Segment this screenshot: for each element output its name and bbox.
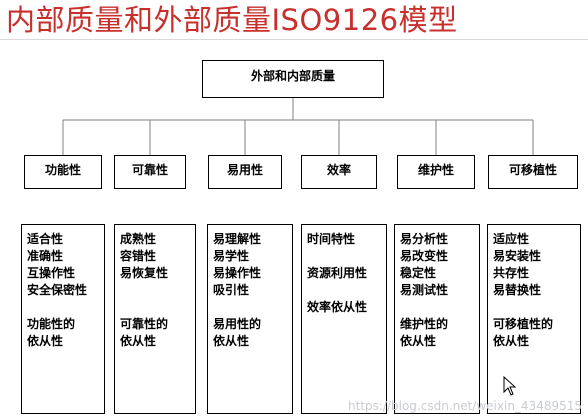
- title-divider: [0, 39, 588, 40]
- detail-item: [488, 299, 553, 316]
- detail-item: [115, 299, 168, 316]
- details-portability: 适应性 易安装性 共存性 易替换性 可移植性的 依从性: [487, 224, 581, 414]
- detail-item: 互操作性: [27, 266, 76, 280]
- detail-item: 适合性: [27, 232, 64, 246]
- detail-item: [22, 299, 87, 316]
- detail-item: [302, 248, 367, 265]
- detail-item: 易改变性: [400, 249, 449, 263]
- detail-item: 易用性的: [213, 317, 262, 331]
- detail-item: 容错性: [120, 249, 157, 263]
- detail-item: 维护性的: [400, 317, 449, 331]
- detail-item: 可移植性的: [493, 317, 554, 331]
- category-label: 效率: [326, 163, 351, 177]
- category-portability: 可移植性: [488, 155, 578, 189]
- category-label: 可靠性: [131, 163, 168, 177]
- category-label: 易用性: [226, 163, 263, 177]
- watermark-url: https://blog.csdn.net/weixin_43489515: [347, 399, 582, 413]
- detail-item: 吸引性: [213, 283, 250, 297]
- detail-item: 易安装性: [493, 249, 542, 263]
- detail-item: [302, 282, 367, 299]
- detail-item: [208, 299, 261, 316]
- details-efficiency: 时间特性 资源利用性 效率依从性: [301, 224, 387, 414]
- category-maintainability: 维护性: [397, 155, 475, 189]
- detail-item: 易理解性: [213, 232, 262, 246]
- details-reliability: 成熟性 容错性 易恢复性 可靠性的 依从性: [114, 224, 196, 414]
- page-title: 内部质量和外部质量ISO9126模型: [6, 3, 458, 37]
- category-label: 功能性: [44, 163, 81, 177]
- detail-item: 易分析性: [400, 232, 449, 246]
- detail-item: 易操作性: [213, 266, 262, 280]
- category-reliability: 可靠性: [114, 155, 186, 189]
- detail-item: 依从性: [27, 334, 64, 348]
- category-label: 可移植性: [508, 163, 557, 177]
- detail-item: 效率依从性: [307, 300, 368, 314]
- detail-item: 易替换性: [493, 283, 542, 297]
- category-usability: 易用性: [208, 155, 282, 189]
- category-functionality: 功能性: [24, 155, 102, 189]
- detail-item: 准确性: [27, 249, 64, 263]
- details-functionality: 适合性 准确性 互操作性 安全保密性 功能性的 依从性: [21, 224, 105, 414]
- detail-item: [115, 282, 168, 299]
- detail-item: 易测试性: [400, 283, 449, 297]
- detail-item: [395, 299, 448, 316]
- detail-item: 功能性的: [27, 317, 76, 331]
- detail-item: 共存性: [493, 266, 530, 280]
- detail-item: 易恢复性: [120, 266, 169, 280]
- category-efficiency: 效率: [301, 155, 377, 189]
- detail-item: 易学性: [213, 249, 250, 263]
- detail-item: 依从性: [493, 334, 530, 348]
- detail-item: 依从性: [213, 334, 250, 348]
- root-node: 外部和内部质量: [202, 60, 384, 98]
- detail-item: 资源利用性: [307, 266, 368, 280]
- detail-item: 稳定性: [400, 266, 437, 280]
- detail-item: 适应性: [493, 232, 530, 246]
- detail-item: 依从性: [400, 334, 437, 348]
- detail-item: 依从性: [120, 334, 157, 348]
- mouse-pointer-icon: [503, 376, 517, 396]
- detail-item: 成熟性: [120, 232, 157, 246]
- detail-item: 安全保密性: [27, 283, 88, 297]
- details-maintainability: 易分析性 易改变性 稳定性 易测试性 维护性的 依从性: [394, 224, 480, 414]
- details-usability: 易理解性 易学性 易操作性 吸引性 易用性的 依从性: [207, 224, 293, 414]
- category-label: 维护性: [417, 163, 454, 177]
- root-label: 外部和内部质量: [250, 69, 335, 83]
- detail-item: 时间特性: [307, 232, 356, 246]
- detail-item: 可靠性的: [120, 317, 169, 331]
